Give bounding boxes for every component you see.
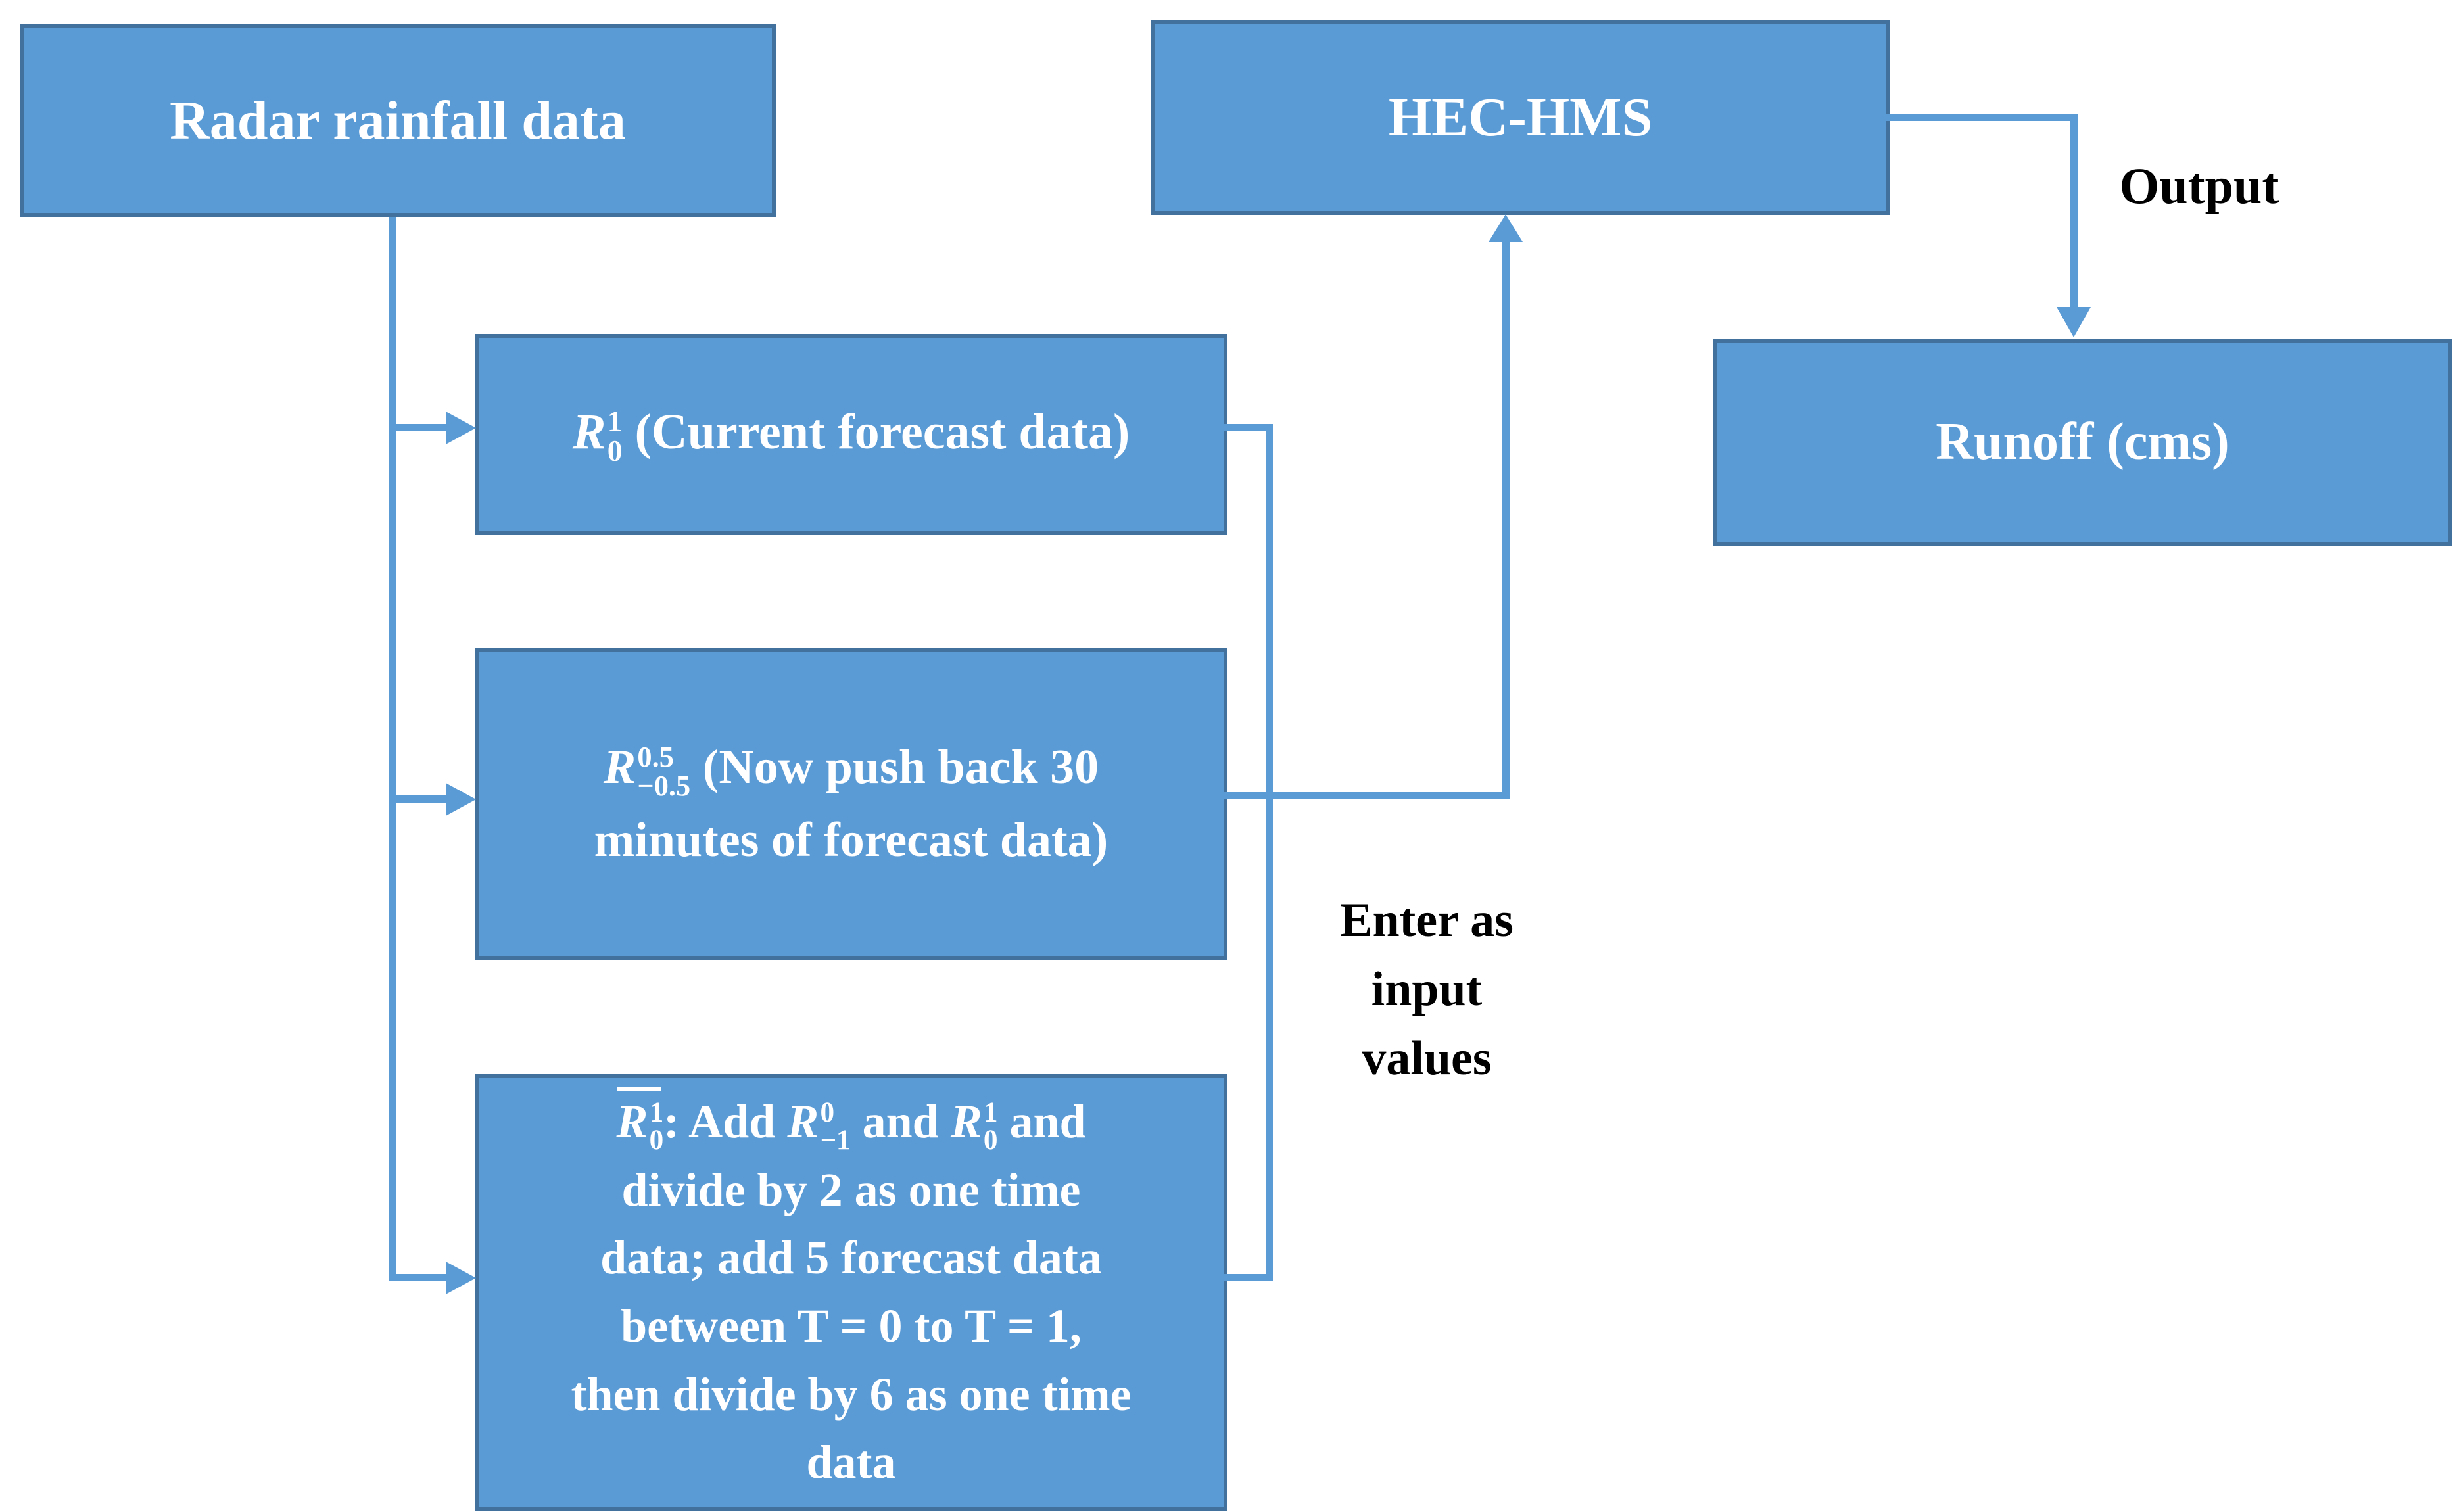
connector-arm-to-pushback-box [389, 795, 447, 803]
connector-collector-vertical [1266, 424, 1273, 1281]
radar-rainfall-data-box: Radar rainfall data [20, 24, 776, 217]
hec-hms-label: HEC-HMS [1388, 87, 1653, 148]
output-label: Output [2119, 157, 2279, 214]
connector-pushback-box-to-hechms [1223, 792, 1510, 799]
connector-current-box-to-collector [1223, 424, 1273, 431]
enter-as-input-values-label: Enter as input values [1340, 893, 1514, 1086]
connector-averaged-box-to-collector [1223, 1274, 1273, 1281]
connector-vertical-to-hechms [1502, 239, 1510, 799]
hec-hms-box: HEC-HMS [1151, 20, 1890, 215]
connector-output-vertical [2070, 114, 2078, 308]
runoff-cms-label: Runoff (cms) [1936, 413, 2229, 471]
radar-rainfall-data-label: Radar rainfall data [170, 89, 626, 151]
arrowhead-into-hechms-icon [1489, 214, 1523, 242]
arrowhead-into-runoff-icon [2057, 307, 2091, 337]
connector-radar-trunk [389, 217, 396, 1281]
runoff-cms-box: Runoff (cms) [1713, 339, 2452, 546]
connector-hechms-output-horizontal [1886, 114, 2078, 121]
arrowhead-into-current-box-icon [446, 412, 476, 444]
connector-arm-to-current-box [389, 424, 447, 431]
arrowhead-into-averaged-box-icon [446, 1262, 476, 1294]
connector-arm-to-averaged-box [389, 1274, 447, 1281]
arrowhead-into-pushback-box-icon [446, 783, 476, 816]
